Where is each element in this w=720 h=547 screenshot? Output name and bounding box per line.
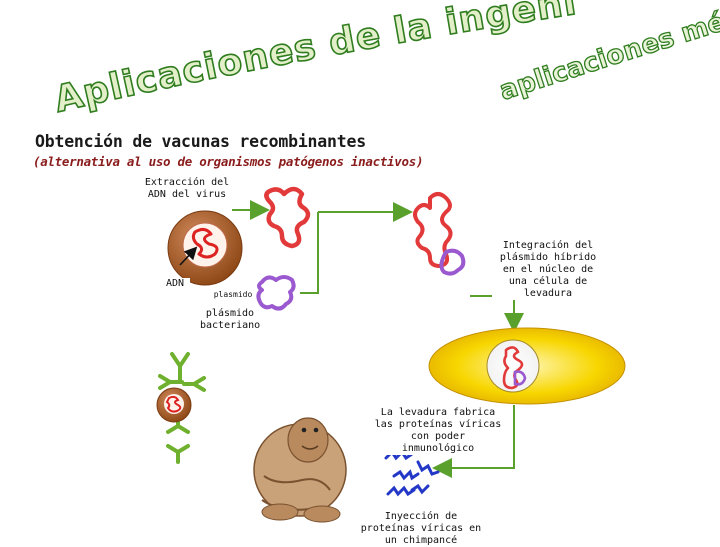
label-adn: ADN: [160, 278, 190, 290]
viral-dna-fragment: [264, 186, 311, 249]
yeast-cell: [428, 327, 626, 405]
antigen-cell: [156, 387, 192, 423]
antibodies: [158, 352, 206, 464]
section-heading: Obtención de vacunas recombinantes: [35, 132, 366, 151]
section-note: (alternativa al uso de organismos patóge…: [33, 154, 424, 169]
flow-arrow-plasmid-to-hybrid: [300, 212, 319, 294]
label-integration: Integración del plásmido híbrido en el n…: [492, 240, 604, 300]
label-plasmid-tag: plasmido: [212, 290, 254, 299]
flow-arrow-yeast-to-proteins: [432, 405, 515, 478]
label-yeast: La levadura fabrica las proteínas vírica…: [373, 407, 503, 455]
label-extraction: Extracción del ADN del virus: [133, 177, 241, 201]
label-injection: Inyección de proteínas víricas en un chi…: [356, 511, 486, 547]
plasmid-ring: [256, 275, 296, 311]
hybrid-plasmid: [413, 192, 466, 276]
viral-proteins: [384, 449, 440, 497]
flow-arrow-hybrid-to-yeast: [470, 295, 524, 333]
label-plasmid: plásmido bacteriano: [200, 308, 261, 332]
chimpanzee: [253, 417, 347, 523]
virus-cell: [167, 210, 243, 286]
title-wordart: Aplicaciones de la ingeniería genética a…: [0, 0, 720, 122]
